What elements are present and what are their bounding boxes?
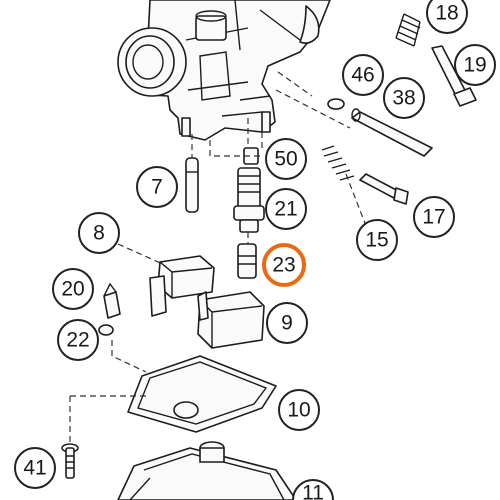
callout-label: 18 xyxy=(435,2,458,25)
callout-label: 50 xyxy=(274,148,297,171)
clip-part-22 xyxy=(98,324,114,336)
callout-label: 23 xyxy=(272,254,295,277)
float-bowl-part-11 xyxy=(117,441,297,500)
float-part-9 xyxy=(149,275,265,349)
callout-label: 21 xyxy=(274,198,297,221)
callout-label: 11 xyxy=(302,482,324,500)
callout-22[interactable]: 22 xyxy=(57,319,99,361)
callout-label: 8 xyxy=(93,222,105,245)
gasket-part-10 xyxy=(127,355,277,433)
jet-part-23 xyxy=(237,243,257,279)
callout-50[interactable]: 50 xyxy=(265,138,307,180)
callout-17[interactable]: 17 xyxy=(413,196,455,238)
callout-10[interactable]: 10 xyxy=(278,389,320,431)
needle-valve-part-20 xyxy=(103,282,121,319)
callout-23[interactable]: 23 xyxy=(262,243,306,287)
float-part-8 xyxy=(117,243,215,299)
callout-label: 19 xyxy=(463,54,486,77)
callout-label: 46 xyxy=(351,64,374,87)
callout-label: 7 xyxy=(151,176,163,199)
callout-18[interactable]: 18 xyxy=(426,0,468,34)
callout-label: 38 xyxy=(392,87,415,110)
screw-part-41 xyxy=(61,443,79,479)
needle-jet-part-21 xyxy=(233,167,265,233)
callout-label: 41 xyxy=(23,457,46,480)
screw-part-19 xyxy=(431,45,477,107)
carburetor-body xyxy=(117,0,331,141)
leader-lines xyxy=(69,71,367,444)
spring-part-18 xyxy=(395,13,421,47)
callout-41[interactable]: 41 xyxy=(14,447,56,489)
callout-label: 15 xyxy=(365,229,388,252)
callout-19[interactable]: 19 xyxy=(454,44,496,86)
callout-20[interactable]: 20 xyxy=(52,268,94,310)
callout-label: 20 xyxy=(61,278,84,301)
callout-label: 17 xyxy=(422,206,445,229)
screw-part-17 xyxy=(359,173,409,205)
callout-7[interactable]: 7 xyxy=(136,166,178,208)
rod-part-38 xyxy=(351,108,433,157)
callout-46[interactable]: 46 xyxy=(342,54,384,96)
needle-part-7 xyxy=(185,157,199,213)
callout-11[interactable]: 11 xyxy=(292,479,334,500)
callout-label: 10 xyxy=(287,399,310,422)
clip-part-46 xyxy=(327,98,345,110)
callout-8[interactable]: 8 xyxy=(78,212,120,254)
callout-38[interactable]: 38 xyxy=(383,77,425,119)
callout-label: 22 xyxy=(66,329,89,352)
callout-9[interactable]: 9 xyxy=(266,302,308,344)
callout-21[interactable]: 21 xyxy=(265,188,307,230)
callout-15[interactable]: 15 xyxy=(356,219,398,261)
spring-part-15 xyxy=(321,145,355,181)
callout-label: 9 xyxy=(281,312,293,335)
